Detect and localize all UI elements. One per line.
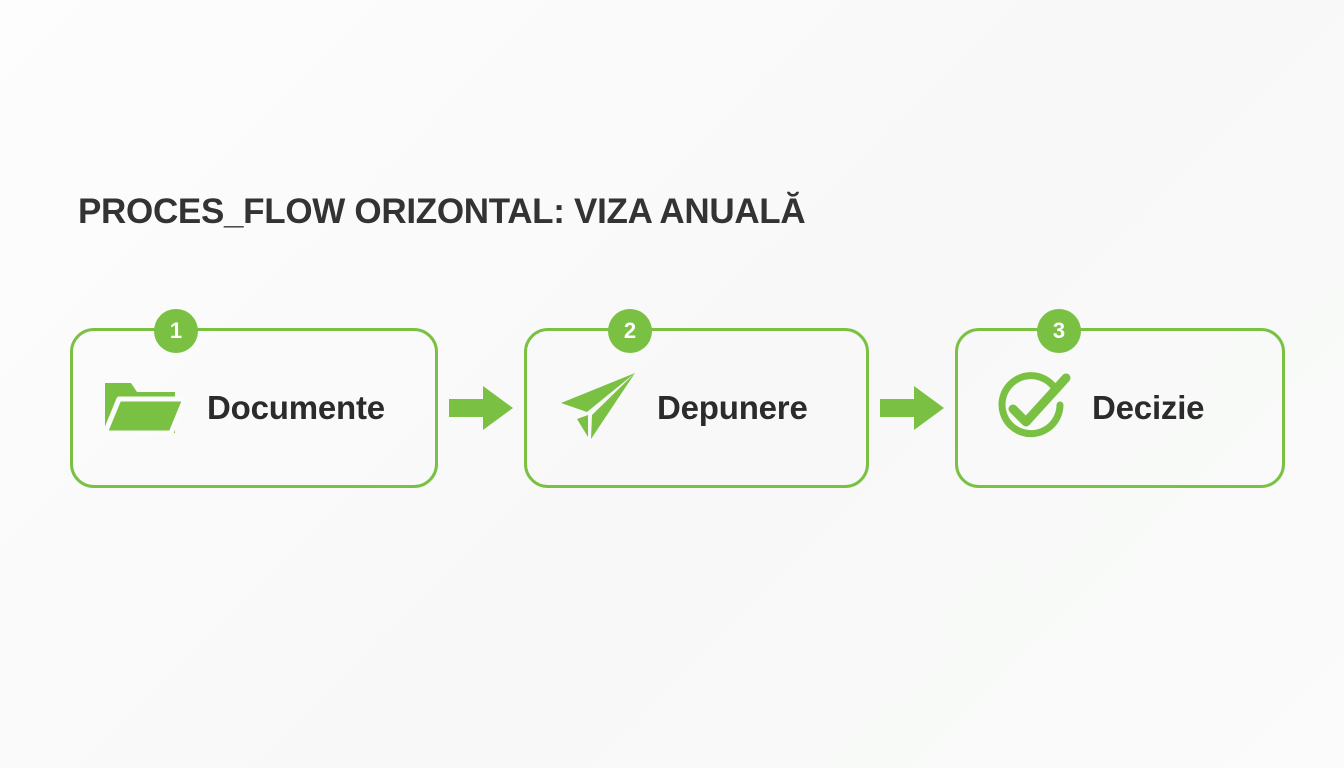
process-step-documente[interactable]: 1 Documente xyxy=(70,309,438,488)
step-number-badge: 2 xyxy=(608,309,652,353)
process-step-depunere[interactable]: 2 Depunere xyxy=(524,309,869,488)
step-number-badge: 1 xyxy=(154,309,198,353)
step-label: Decizie xyxy=(1092,389,1205,426)
folder-open-icon xyxy=(99,365,185,451)
process-flow: 1 Documente 2 xyxy=(70,309,1290,488)
arrow-right-icon xyxy=(869,328,955,488)
step-label: Depunere xyxy=(657,389,808,426)
arrow-right-icon xyxy=(438,328,524,488)
step-label: Documente xyxy=(207,389,385,426)
paper-plane-icon xyxy=(555,365,641,451)
process-step-decizie[interactable]: 3 Decizie xyxy=(955,309,1285,488)
check-circle-icon xyxy=(988,365,1074,451)
page-title: PROCES_FLOW ORIZONTAL: VIZA ANUALĂ xyxy=(78,192,806,231)
step-number-badge: 3 xyxy=(1037,309,1081,353)
